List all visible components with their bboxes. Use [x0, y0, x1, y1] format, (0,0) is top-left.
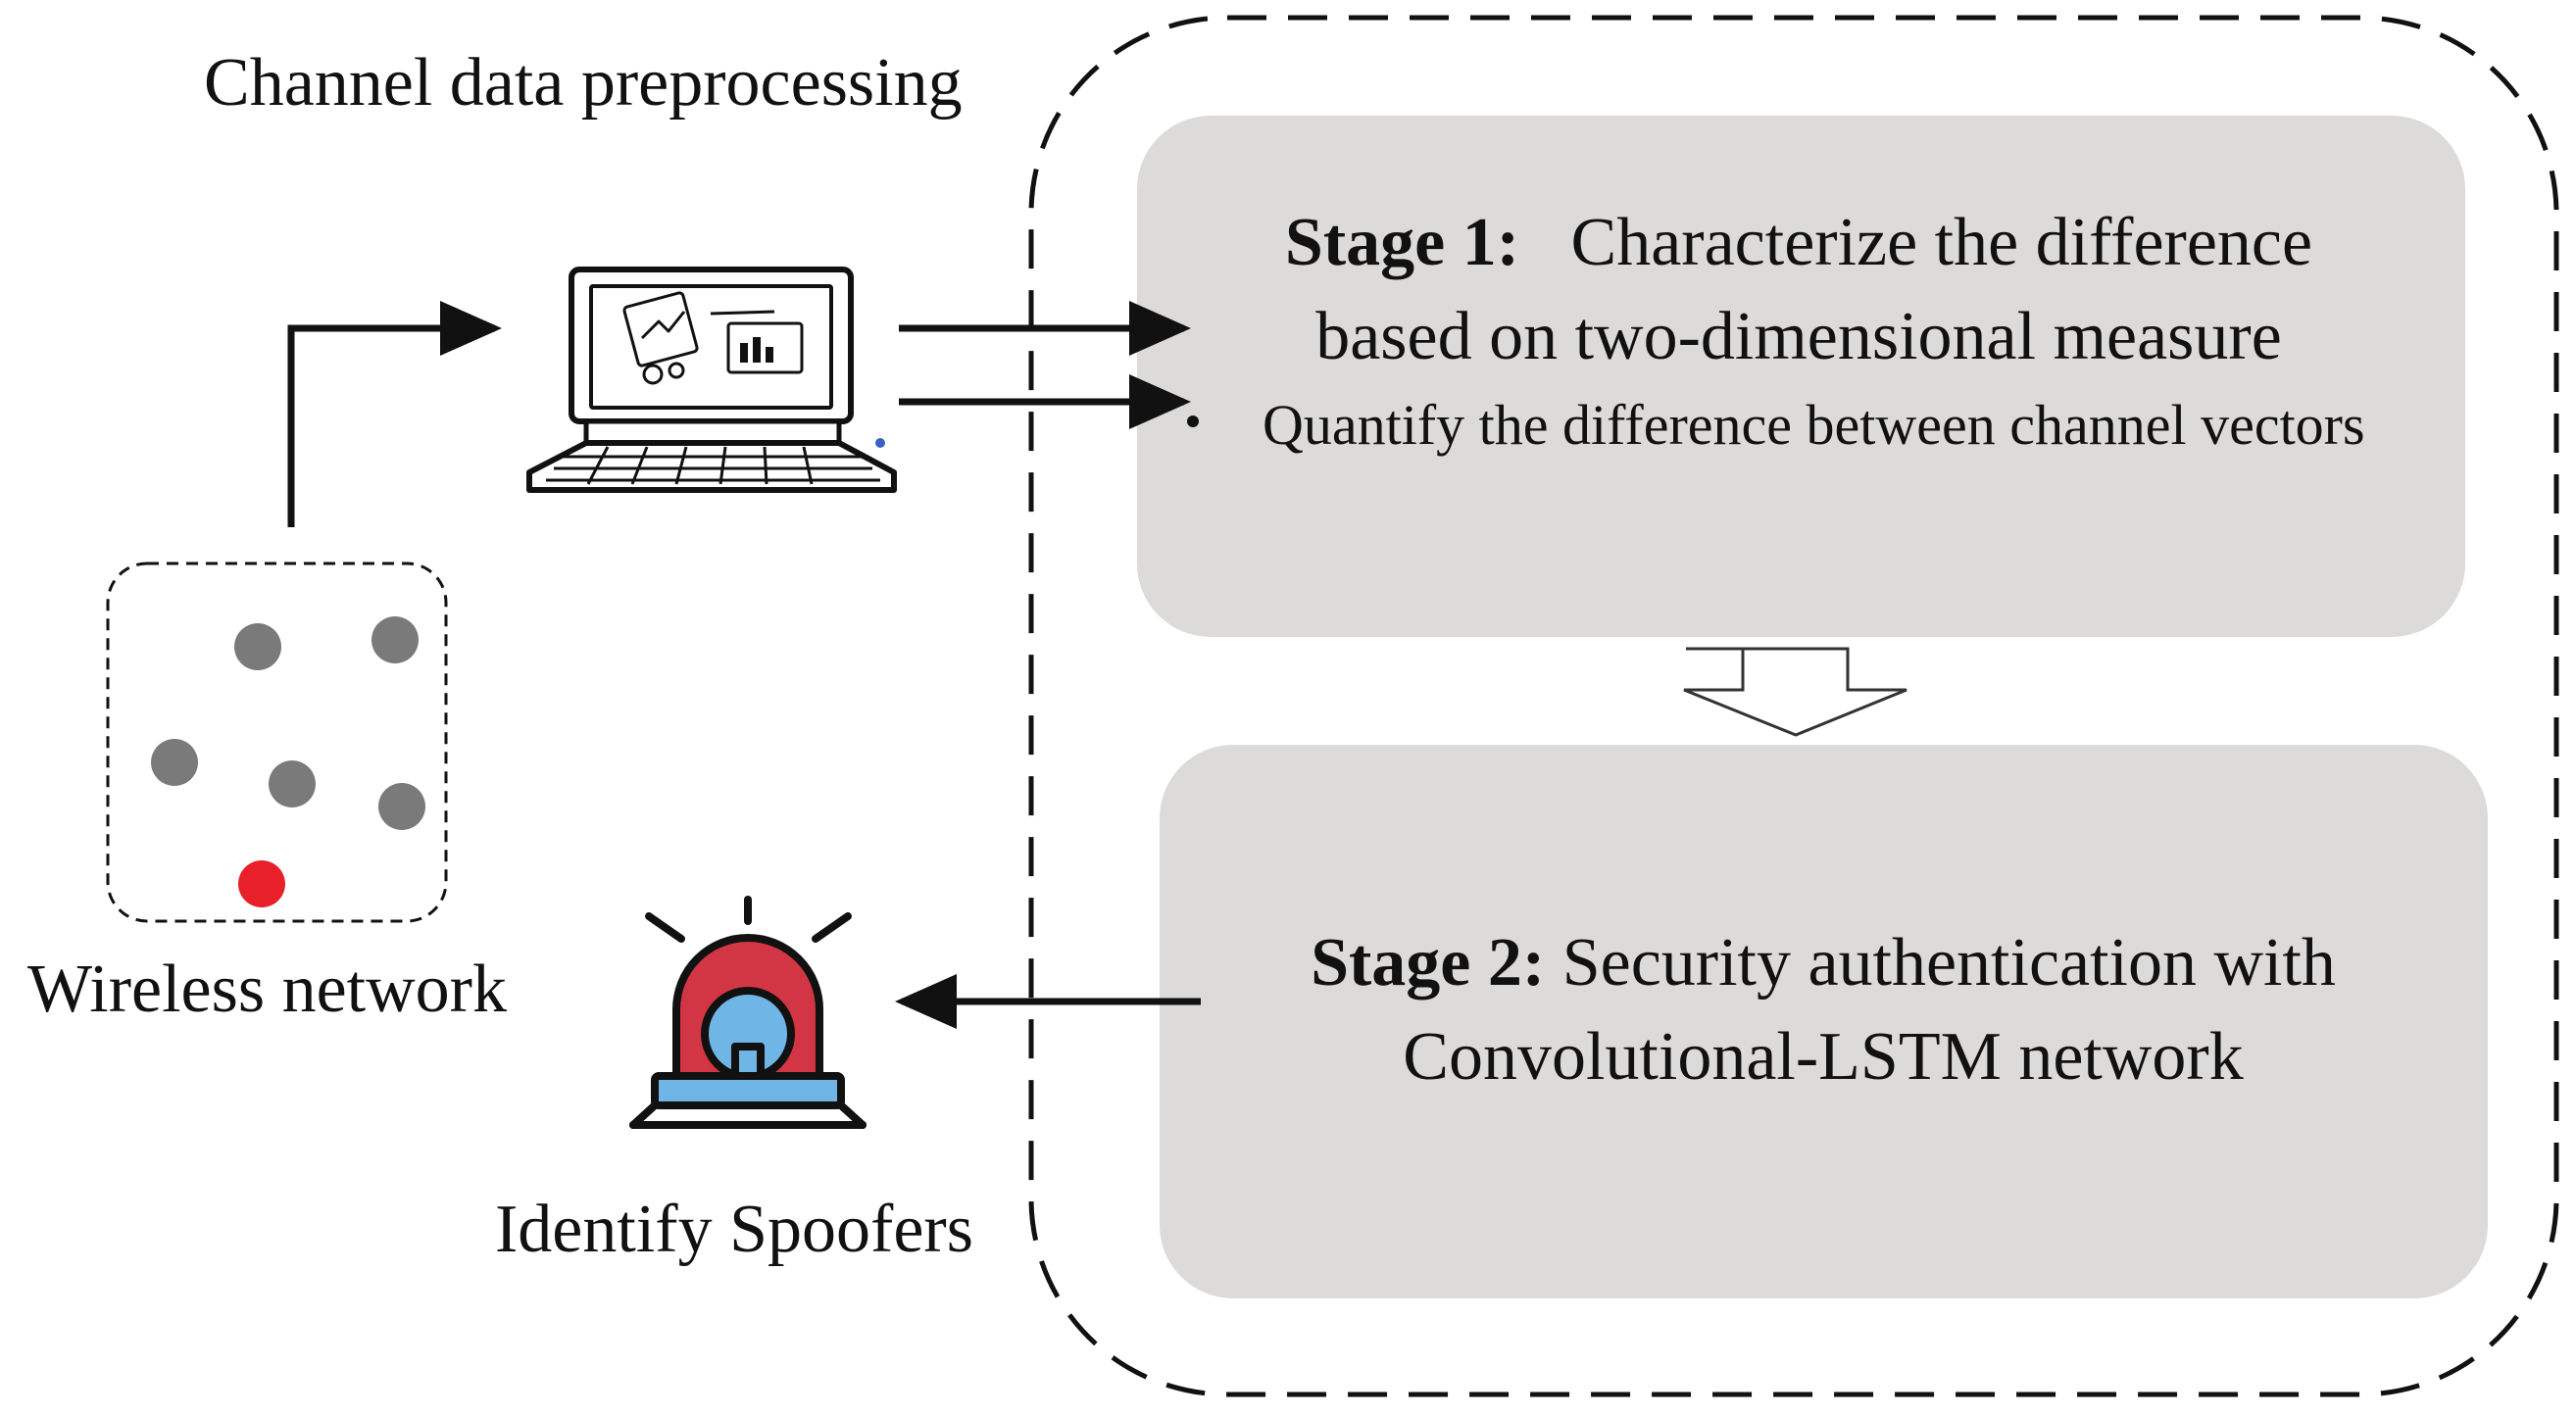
- preprocessing-label: Channel data preprocessing: [204, 45, 963, 121]
- wireless-network-label: Wireless network: [27, 952, 507, 1027]
- stage2-title: Stage 2: Security authentication with Co…: [1166, 916, 2480, 1104]
- stage1-title-bold: Stage 1:: [1284, 205, 1520, 280]
- stage2-title-rest: Security authentication with: [1561, 925, 2336, 1001]
- network-node: [151, 739, 198, 786]
- network-node: [378, 783, 425, 830]
- down-arrow-icon: [1683, 647, 1907, 737]
- stage1-title-line1: Stage 1: Characterize the difference: [1157, 196, 2441, 290]
- wireless-network-box: [106, 562, 448, 923]
- stage2-box: [1160, 745, 2488, 1298]
- stage1-title: Stage 1: Characterize the difference bas…: [1157, 196, 2441, 384]
- network-to-laptop-arrow: [287, 301, 502, 527]
- spoofer-node: [238, 860, 285, 907]
- stage1-title-rest: Characterize the difference: [1570, 205, 2313, 280]
- stage2-title-bold: Stage 2:: [1311, 925, 1546, 1001]
- siren-icon: [629, 896, 867, 1129]
- laptop-icon: [526, 267, 897, 493]
- stage1-box: [1137, 116, 2465, 637]
- stage1-description: Quantify the difference between channel …: [1263, 393, 2365, 457]
- stage2-title-line2: Convolutional-LSTM network: [1403, 1019, 2244, 1095]
- preprocessing-container: [1028, 15, 2559, 1397]
- network-node: [234, 623, 281, 670]
- network-nodes: [151, 616, 425, 830]
- stage1-title-line2: based on two-dimensional measure: [1315, 299, 2282, 374]
- stage2-title-line1: Stage 2: Security authentication with: [1166, 916, 2480, 1010]
- bullet-dot: [1187, 415, 1199, 427]
- identify-spoofers-label: Identify Spoofers: [495, 1192, 973, 1267]
- network-node: [269, 760, 316, 807]
- network-node: [372, 616, 419, 663]
